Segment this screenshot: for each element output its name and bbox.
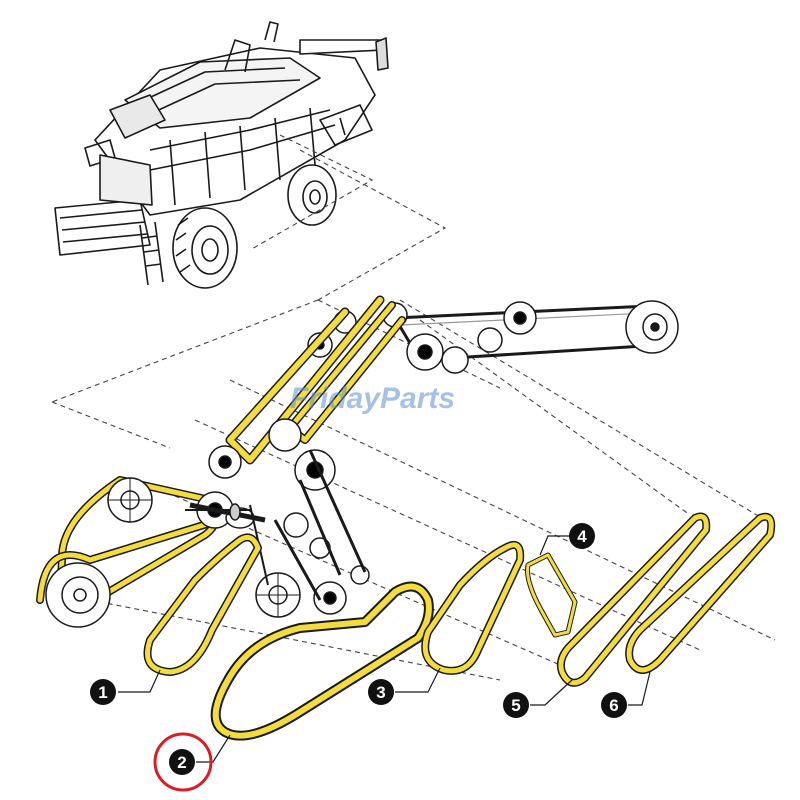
lower-pulleys <box>45 418 370 628</box>
watermark-logo: FridayParts <box>290 382 455 415</box>
belt-5 <box>556 512 711 687</box>
callout-1-label: 1 <box>98 683 107 702</box>
callout-5[interactable]: 5 <box>503 692 529 718</box>
combine-harvester-illustration <box>54 21 389 289</box>
belt-3 <box>421 541 525 675</box>
callout-2-label: 2 <box>177 753 186 772</box>
callout-5-label: 5 <box>511 696 520 715</box>
belt-6 <box>625 512 776 674</box>
callout-4-label: 4 <box>577 527 587 546</box>
callout-2[interactable]: 2 <box>153 732 213 792</box>
callout-3-label: 3 <box>376 683 385 702</box>
svg-text:FridayParts: FridayParts <box>290 382 455 415</box>
leader-lines <box>118 535 651 763</box>
callout-6[interactable]: 6 <box>601 692 627 718</box>
callout-3[interactable]: 3 <box>368 679 394 705</box>
belt-2 <box>210 581 434 741</box>
drive-pulley-system <box>307 300 679 374</box>
belt-4 <box>525 552 578 638</box>
belt-1 <box>143 533 262 676</box>
callout-2-highlight-ring <box>153 732 213 792</box>
callout-4[interactable]: 4 <box>569 523 595 549</box>
watermark-text-part1: Friday <box>290 382 381 415</box>
watermark-text-part2: Parts <box>380 382 455 415</box>
callout-1[interactable]: 1 <box>90 679 116 705</box>
callout-6-label: 6 <box>609 696 618 715</box>
